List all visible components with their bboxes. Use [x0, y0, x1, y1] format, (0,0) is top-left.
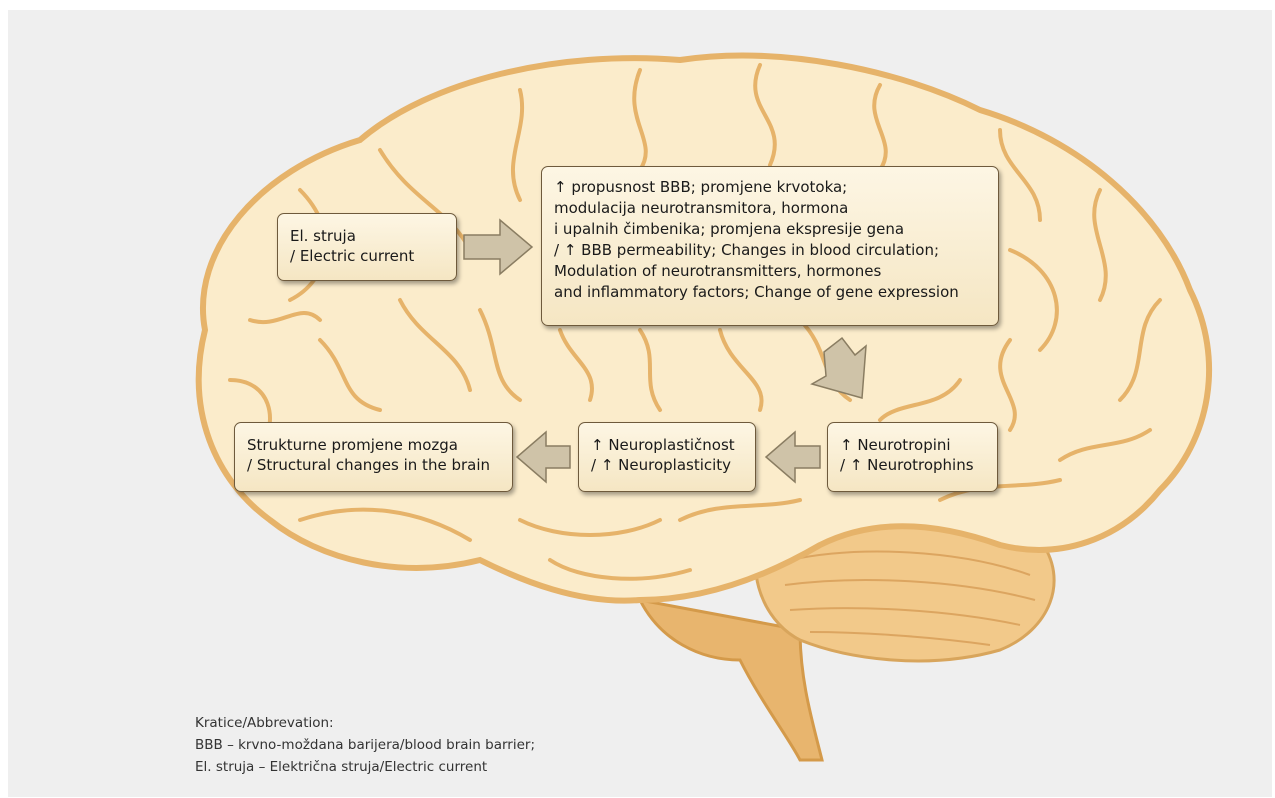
- arrow-neurotrophins-to-neuroplasticity: [764, 430, 821, 484]
- legend-title: Kratice/Abbrevation:: [195, 715, 334, 731]
- brain-gyri: [228, 63, 1162, 581]
- legend-line: BBB – krvno-moždana barijera/blood brain…: [195, 737, 535, 753]
- arrow-neuroplasticity-to-structural: [515, 430, 571, 484]
- box-text-line: ↑ Neuroplastičnost: [591, 436, 735, 454]
- box-structural-changes: Strukturne promjene mozga / Structural c…: [234, 422, 513, 492]
- box-neuroplasticity: ↑ Neuroplastičnost / ↑ Neuroplasticity: [578, 422, 756, 492]
- box-text-line: ↑ propusnost BBB; promjene krvotoka;: [554, 178, 848, 196]
- box-text-line: / ↑ Neuroplasticity: [591, 456, 732, 474]
- box-text-line: Strukturne promjene mozga: [247, 436, 458, 454]
- box-text-line: i upalnih čimbenika; promjena ekspresije…: [554, 220, 905, 238]
- box-text-line: and inflammatory factors; Change of gene…: [554, 283, 959, 301]
- cerebellum-folds: [784, 550, 1036, 646]
- box-text-line: ↑ Neurotropini: [840, 436, 951, 454]
- legend-line: El. struja – Električna struja/Electric …: [195, 759, 488, 775]
- arrow-electric-to-effects: [463, 218, 534, 276]
- box-text-line: / ↑ BBB permeability; Changes in blood c…: [554, 241, 940, 259]
- box-electric-current: El. struja / Electric current: [277, 213, 457, 281]
- box-neurotrophins: ↑ Neurotropini / ↑ Neurotrophins: [827, 422, 998, 492]
- abbreviation-legend: Kratice/Abbrevation: BBB – krvno-moždana…: [195, 712, 535, 778]
- box-text-line: modulacija neurotransmitora, hormona: [554, 199, 849, 217]
- box-effects: ↑ propusnost BBB; promjene krvotoka; mod…: [541, 166, 999, 326]
- box-text-line: El. struja: [290, 227, 356, 245]
- box-text-line: / Electric current: [290, 247, 415, 265]
- brainstem: [637, 597, 824, 762]
- box-text-line: Modulation of neurotransmitters, hormone…: [554, 262, 882, 280]
- cerebrum: [195, 52, 1213, 604]
- box-text-line: / ↑ Neurotrophins: [840, 456, 974, 474]
- box-text-line: / Structural changes in the brain: [247, 456, 490, 474]
- flow-arrows: [463, 218, 867, 484]
- arrow-effects-to-neurotrophins: [810, 336, 867, 399]
